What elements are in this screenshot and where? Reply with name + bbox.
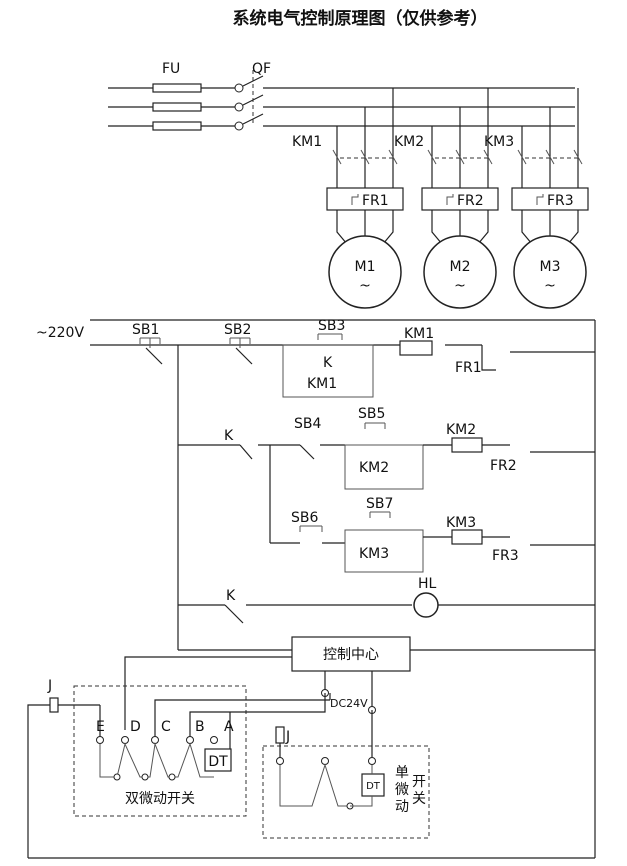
double-switch-label: 双微动开关 <box>125 791 195 807</box>
micro-switch-section: J DC24V E D C B A DT 双微动开关 J <box>27 678 595 859</box>
pin-d-label: D <box>130 719 141 735</box>
single-micro-switch-box <box>262 745 430 839</box>
motor-m2 <box>423 235 497 309</box>
hl-label: HL <box>418 576 437 592</box>
km2-hold-branch <box>344 444 424 490</box>
motor-m1-label: M1 <box>355 259 376 275</box>
single-switch-label-4: 开 <box>412 774 426 790</box>
sb2-label: SB2 <box>224 322 251 338</box>
single-switch-label-5: 关 <box>412 791 426 807</box>
motor-m1-symbol: ~ <box>359 278 371 294</box>
dt-box-1 <box>204 748 232 772</box>
km3-coil <box>451 529 483 545</box>
k-contact-label-3: K <box>226 588 236 604</box>
fr2-contact-label: FR2 <box>490 458 517 474</box>
km3-hold-branch <box>344 529 424 573</box>
km2-coil <box>451 437 483 453</box>
motor-m3 <box>513 235 587 309</box>
km1-coil-label: KM1 <box>404 326 434 342</box>
sb5-label: SB5 <box>358 406 385 422</box>
fuse-label: FU <box>162 61 180 77</box>
relay-fr1-label: FR1 <box>362 193 389 209</box>
k-contact-label-1: K <box>323 355 333 371</box>
single-switch-label-1: 单 <box>395 765 409 781</box>
sb1-label: SB1 <box>132 322 159 338</box>
km1-coil <box>399 340 433 356</box>
control-circuit: ~220V SB1 SB2 SB3 K KM1 KM1 FR1 K <box>36 318 596 858</box>
fr1-contact-label: FR1 <box>455 360 482 376</box>
motor-m2-label: M2 <box>450 259 471 275</box>
contactor-km2-label: KM2 <box>394 134 424 150</box>
relay-j-1 <box>49 697 59 713</box>
supply-label: ~220V <box>36 325 84 341</box>
diagram-title: 系统电气控制原理图（仅供参考） <box>233 8 488 29</box>
fuse-3 <box>152 121 202 131</box>
motor-m2-symbol: ~ <box>454 278 466 294</box>
double-micro-switch-box <box>73 685 247 817</box>
dc24v-label: DC24V <box>330 697 368 710</box>
dt-box-2 <box>361 773 385 797</box>
k-contact-label-2: K <box>224 428 234 444</box>
relay-fr2-label: FR2 <box>457 193 484 209</box>
power-circuit: FU QF KM1 KM2 <box>108 61 589 309</box>
fuse-1 <box>152 83 202 93</box>
indicator-lamp-hl <box>413 592 439 618</box>
sb4-label: SB4 <box>294 416 321 432</box>
contactor-km1-label: KM1 <box>292 134 322 150</box>
dt-label-2: DT <box>366 781 381 792</box>
pin-b-label: B <box>195 719 205 735</box>
single-switch-label-2: 微 <box>395 782 409 798</box>
motor-m1 <box>328 235 402 309</box>
contactor-km3-label: KM3 <box>484 134 514 150</box>
single-switch-label-3: 动 <box>395 799 409 815</box>
km2-aux-label: KM2 <box>359 460 389 476</box>
km1-aux-label: KM1 <box>307 376 337 392</box>
relay-fr3-label: FR3 <box>547 193 574 209</box>
pin-c-label: C <box>161 719 171 735</box>
control-center-box <box>291 636 411 672</box>
pin-e-label: E <box>96 719 105 735</box>
sb7-label: SB7 <box>366 496 393 512</box>
sb6-label: SB6 <box>291 510 318 526</box>
km2-coil-label: KM2 <box>446 422 476 438</box>
sb3-label: SB3 <box>318 318 345 334</box>
pin-a-label: A <box>224 719 234 735</box>
motor-m3-label: M3 <box>540 259 561 275</box>
relay-j-label-2: J <box>285 729 290 745</box>
fuse-2 <box>152 102 202 112</box>
relay-j-2 <box>275 726 285 744</box>
motor-m3-symbol: ~ <box>544 278 556 294</box>
holding-branch <box>282 344 374 398</box>
fr3-contact-label: FR3 <box>492 548 519 564</box>
relay-j-label-1: J <box>47 678 52 694</box>
breaker-label: QF <box>252 61 271 77</box>
km3-aux-label: KM3 <box>359 546 389 562</box>
km3-coil-label: KM3 <box>446 515 476 531</box>
dt-label-1: DT <box>208 754 228 770</box>
control-center-label: 控制中心 <box>323 647 379 663</box>
